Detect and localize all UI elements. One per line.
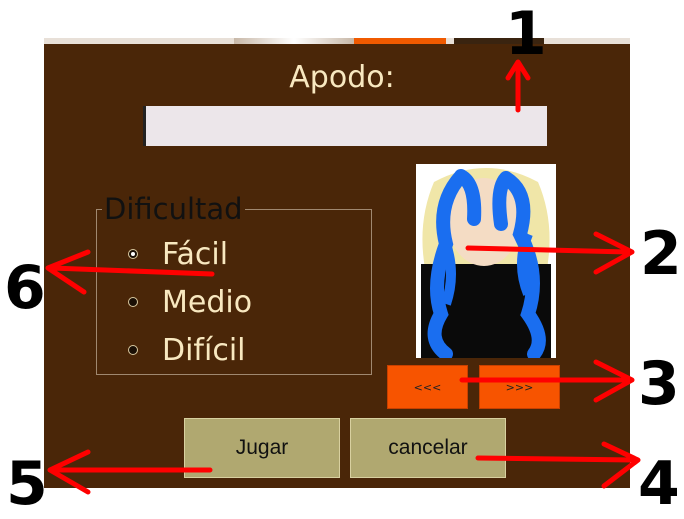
radio-checked-icon[interactable]: [128, 249, 138, 259]
arrow-6: [45, 249, 215, 295]
arrow-5: [47, 449, 213, 495]
radio-unchecked-icon[interactable]: [128, 345, 138, 355]
annotation-number: 2: [640, 219, 682, 289]
background-strip: [44, 38, 630, 46]
annotation-number: 6: [4, 253, 46, 323]
difficulty-option-hard[interactable]: Difícil: [128, 332, 246, 368]
arrow-1: [505, 59, 531, 113]
nickname-input[interactable]: [143, 106, 547, 146]
background-strip-segment: [234, 38, 354, 46]
avatar-hands: [427, 169, 546, 358]
difficulty-option-medium[interactable]: Medio: [128, 284, 253, 320]
difficulty-option-label: Medio: [162, 284, 253, 320]
difficulty-option-easy[interactable]: Fácil: [128, 236, 229, 272]
annotation-number: 5: [6, 449, 48, 519]
background-strip-segment: [354, 38, 446, 46]
difficulty-option-label: Fácil: [162, 236, 229, 272]
arrow-2: [465, 231, 635, 275]
cancel-button[interactable]: cancelar: [350, 418, 506, 478]
arrow-4: [475, 441, 641, 489]
radio-unchecked-icon[interactable]: [128, 297, 138, 307]
next-avatar-button[interactable]: >>>: [479, 365, 560, 409]
avatar-hands-detail: [441, 232, 533, 306]
annotation-number: 4: [638, 449, 680, 519]
difficulty-option-label: Difícil: [162, 332, 246, 368]
annotation-number: 3: [638, 349, 680, 419]
arrow-3: [459, 359, 635, 403]
previous-avatar-button[interactable]: <<<: [387, 365, 468, 409]
nickname-label: Apodo:: [289, 60, 395, 95]
background-strip-segment: [454, 38, 544, 46]
character-avatar: [416, 164, 556, 358]
annotation-number: 1: [505, 0, 547, 69]
difficulty-legend: Dificultad: [102, 192, 245, 226]
